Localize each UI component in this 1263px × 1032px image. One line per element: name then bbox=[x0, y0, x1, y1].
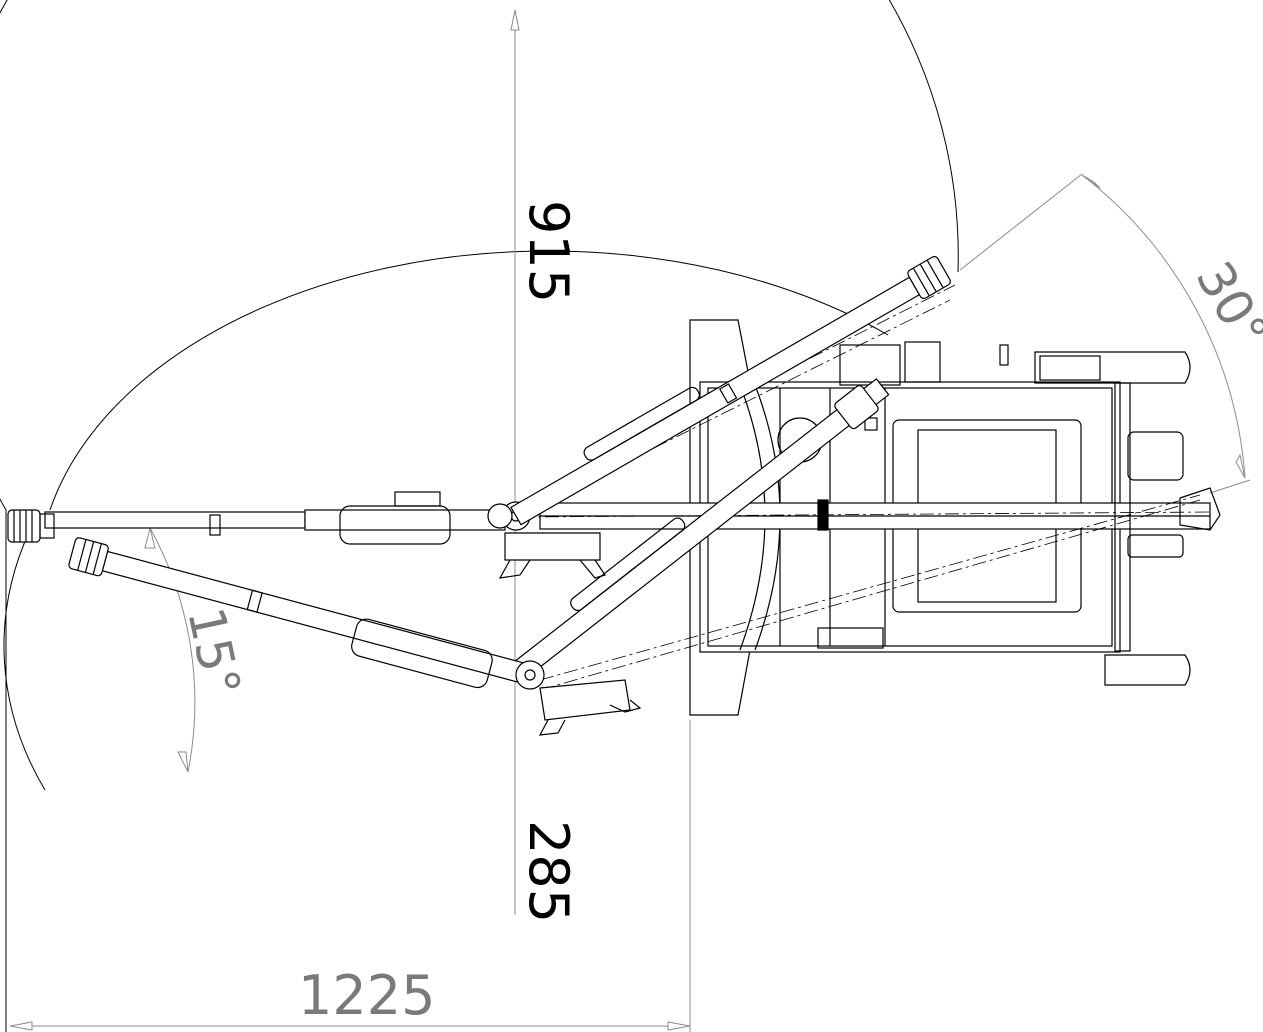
top-track bbox=[1034, 351, 1191, 384]
dim-upper-angle: 30° bbox=[1185, 252, 1263, 358]
bottom-track bbox=[1104, 654, 1191, 686]
lower-angle-dimension bbox=[144, 527, 196, 773]
dim-lower-angle: 15° bbox=[176, 602, 251, 701]
center-axis bbox=[510, 9, 520, 915]
dim-vertical-reach: 915 bbox=[517, 200, 580, 303]
machine-chassis bbox=[539, 319, 1221, 716]
inner-reach-arc-lower bbox=[3, 529, 46, 791]
inner-reach-arc bbox=[49, 250, 889, 511]
upper-angle-dimension bbox=[959, 173, 1251, 494]
dim-lower-offset: 285 bbox=[517, 820, 580, 923]
reach-arcs bbox=[0, 0, 959, 1032]
arm-lower bbox=[68, 537, 642, 736]
arm-tip-upper bbox=[907, 256, 951, 299]
arm-tip-lower bbox=[68, 537, 109, 577]
arm-tip-horizontal bbox=[7, 509, 41, 543]
horizontal-dimension bbox=[9, 720, 691, 1032]
arm-upper bbox=[510, 256, 951, 679]
dim-horizontal-reach: 1225 bbox=[298, 964, 435, 1027]
